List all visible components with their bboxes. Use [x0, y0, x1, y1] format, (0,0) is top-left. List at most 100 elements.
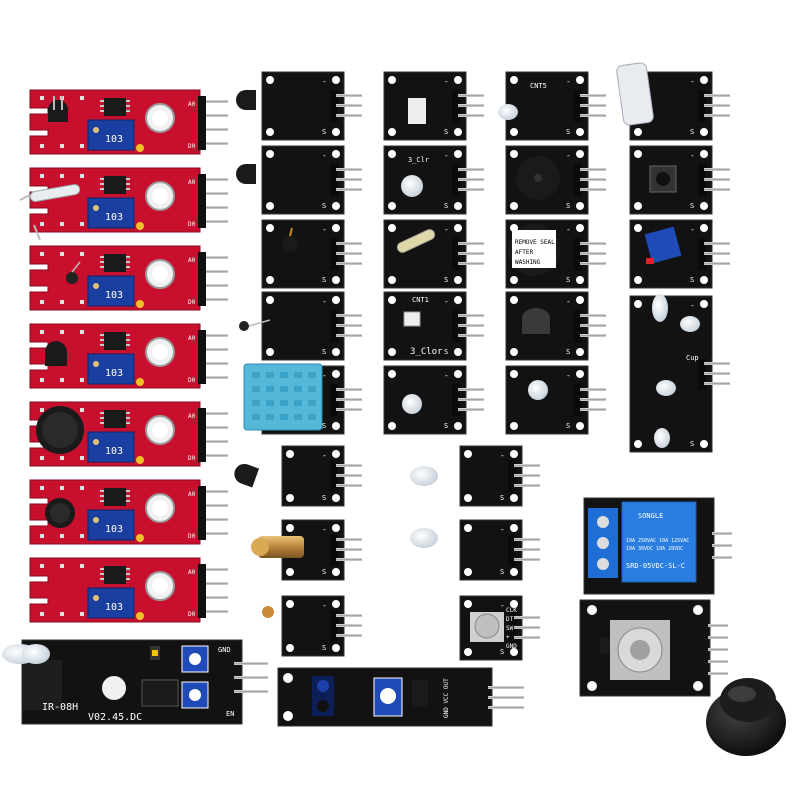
svg-text:103: 103 [105, 290, 123, 301]
svg-text:-: - [690, 225, 695, 234]
svg-text:D0: D0 [188, 455, 196, 462]
black-module-c3-r1: S- [505, 71, 606, 141]
svg-text:S: S [566, 128, 570, 136]
black-module-low-4: S- [459, 445, 540, 507]
svg-text:IR-08H: IR-08H [42, 702, 78, 713]
svg-text:SONGLE: SONGLE [638, 512, 663, 520]
svg-text:-: - [500, 601, 505, 610]
svg-text:S: S [322, 276, 326, 284]
laser-module-head [251, 536, 304, 558]
svg-text:SRD-05VDC-SL-C: SRD-05VDC-SL-C [626, 562, 685, 570]
svg-text:103: 103 [105, 368, 123, 379]
svg-text:S: S [444, 348, 448, 356]
encoder-pin-4: GND [506, 643, 517, 650]
svg-text:-: - [690, 301, 695, 310]
svg-text:S: S [566, 202, 570, 210]
black-module-low-5: S- [459, 519, 540, 581]
active-buzzer: REMOVE SEAL AFTER WASHING [508, 224, 560, 276]
hall-sensor-head [48, 96, 68, 122]
svg-text:G: G [24, 198, 28, 206]
svg-text:S: S [690, 202, 694, 210]
svg-text:-: - [322, 297, 327, 306]
svg-text:103: 103 [105, 524, 123, 535]
svg-text:GND VCC OUT: GND VCC OUT [443, 678, 450, 718]
svg-text:S: S [444, 276, 448, 284]
svg-text:GND: GND [218, 646, 231, 654]
svg-text:-: - [322, 451, 327, 460]
svg-text:AFTER: AFTER [515, 249, 533, 256]
svg-text:-: - [566, 77, 571, 86]
dht11-sensor [243, 363, 323, 431]
svg-text:S: S [500, 494, 504, 502]
svg-text:EN: EN [226, 710, 234, 718]
svg-text:S: S [690, 440, 694, 448]
svg-text:WASHING: WASHING [515, 259, 541, 266]
svg-text:S: S [322, 644, 326, 652]
red-module-touch: 103 A0 D0 G [24, 323, 228, 389]
svg-text:G: G [24, 120, 28, 128]
svg-text:A0: A0 [188, 335, 196, 342]
svg-text:G: G [24, 588, 28, 596]
svg-text:S: S [444, 128, 448, 136]
svg-text:-: - [322, 601, 327, 610]
touch-sensor-head [45, 341, 67, 366]
black-module-c3-r5: S- [505, 365, 606, 435]
svg-text:REMOVE SEAL: REMOVE SEAL [515, 239, 555, 246]
svg-text:-: - [444, 77, 449, 86]
svg-text:-: - [322, 225, 327, 234]
svg-text:A0: A0 [188, 413, 196, 420]
svg-text:A0: A0 [188, 101, 196, 108]
line-tracking-module: GND VCC OUT [277, 667, 524, 727]
svg-text:-: - [500, 525, 505, 534]
svg-text:-: - [566, 225, 571, 234]
svg-text:-: - [322, 151, 327, 160]
svg-text:D0: D0 [188, 221, 196, 228]
svg-text:A0: A0 [188, 179, 196, 186]
black-module-c1-r1: S- [261, 71, 362, 141]
svg-text:S: S [322, 202, 326, 210]
red-module-reed: 103 A0 D0 G [24, 167, 228, 233]
svg-text:S: S [444, 202, 448, 210]
label-3clr: 3_Clr [408, 156, 429, 164]
svg-text:S: S [444, 422, 448, 430]
svg-text:S: S [690, 128, 694, 136]
thermistor-bead [66, 261, 81, 284]
svg-text:S: S [500, 568, 504, 576]
label-cnt5: CNT5 [530, 82, 547, 90]
svg-text:D0: D0 [188, 611, 196, 618]
svg-text:S: S [322, 422, 326, 430]
svg-text:-: - [566, 371, 571, 380]
encoder-pin-1: DT [506, 616, 514, 623]
svg-text:10A 250VAC 10A 125VAC: 10A 250VAC 10A 125VAC [626, 538, 689, 544]
red-module-flame: 103 A0 D0 G [24, 557, 228, 623]
svg-text:-: - [444, 151, 449, 160]
svg-text:103: 103 [105, 446, 123, 457]
black-module-c2-r2: S- [383, 145, 484, 215]
svg-text:-: - [322, 371, 327, 380]
black-module-low-1: S- [281, 445, 362, 507]
svg-text:S: S [322, 494, 326, 502]
svg-text:S: S [322, 568, 326, 576]
svg-text:10A 30VDC 10A 28VDC: 10A 30VDC 10A 28VDC [626, 546, 683, 552]
reed-switch [19, 184, 81, 241]
svg-text:-: - [500, 451, 505, 460]
svg-text:A0: A0 [188, 491, 196, 498]
svg-text:-: - [322, 525, 327, 534]
svg-text:D0: D0 [188, 377, 196, 384]
black-module-components: REMOVE SEAL AFTER WASHING [236, 62, 700, 448]
svg-text:S: S [322, 348, 326, 356]
relay-module: SONGLE 10A 250VAC 10A 125VAC 10A 30VDC 1… [583, 497, 732, 595]
svg-text:S: S [566, 348, 570, 356]
black-module-c2-r5: S- [383, 365, 484, 435]
svg-text:-: - [690, 151, 695, 160]
svg-text:D0: D0 [188, 143, 196, 150]
svg-text:S: S [500, 648, 504, 656]
svg-text:103: 103 [105, 134, 123, 145]
small-microphone [45, 498, 75, 528]
ir-led-pair [2, 644, 50, 664]
svg-text:103: 103 [105, 602, 123, 613]
svg-text:-: - [566, 297, 571, 306]
joystick-cap [706, 678, 786, 756]
svg-text:D0: D0 [188, 299, 196, 306]
svg-text:-: - [444, 371, 449, 380]
